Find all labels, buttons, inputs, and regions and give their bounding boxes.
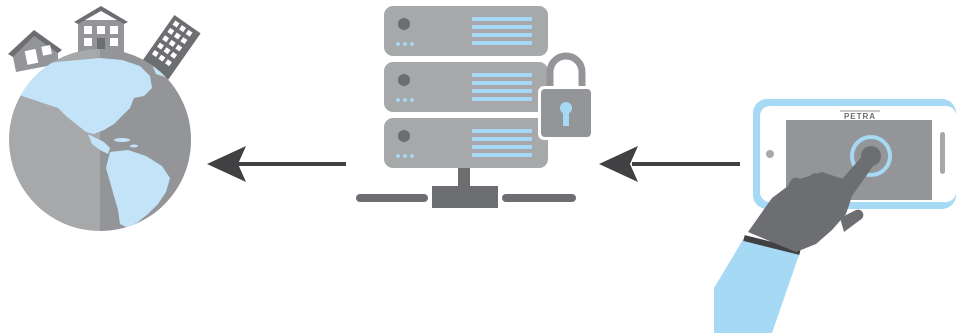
- device-brand-logo: PETRA: [844, 112, 876, 121]
- server-network-base: [356, 168, 576, 208]
- secure-server-rack-icon: [356, 6, 594, 208]
- globe-with-buildings-icon: [8, 6, 201, 231]
- server-unit-top: [384, 6, 548, 56]
- arrow-server-to-globe: [207, 146, 346, 182]
- arrow-tablet-to-server: [599, 146, 740, 182]
- server-unit-bottom: [384, 118, 548, 168]
- apartment-building-icon: [74, 6, 128, 52]
- padlock-icon: [538, 52, 594, 140]
- touch-target: [850, 135, 892, 177]
- server-unit-middle: [384, 62, 548, 112]
- office-tower-icon: [138, 14, 201, 85]
- tablet-with-hand-icon: PETRA: [714, 99, 956, 333]
- house-icon: [8, 30, 62, 72]
- hand-icon: [714, 150, 878, 333]
